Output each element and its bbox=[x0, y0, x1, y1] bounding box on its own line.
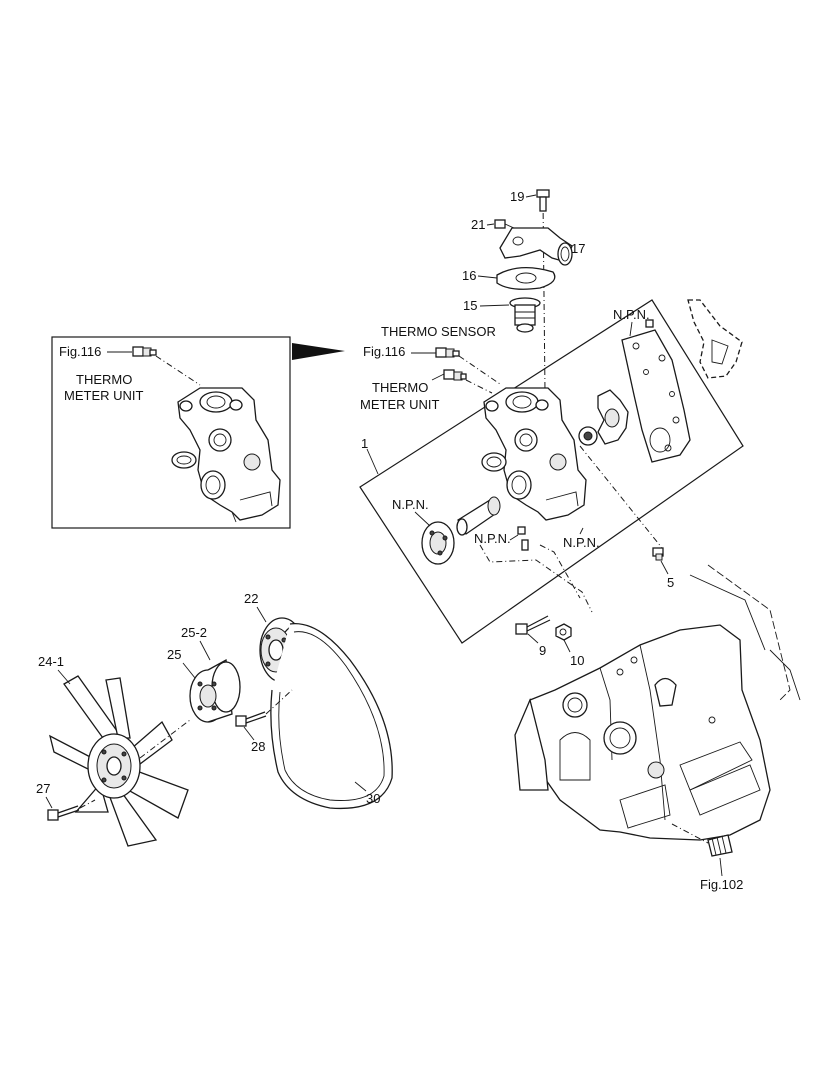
main-water-pump-housing bbox=[483, 387, 587, 521]
part-1-label[interactable]: 1 bbox=[361, 436, 368, 451]
inset-thermo-sender bbox=[132, 346, 157, 357]
part-28-bolt bbox=[235, 711, 267, 727]
part-25-spacer bbox=[189, 658, 241, 723]
pump-cover-gasket bbox=[621, 329, 691, 463]
pointer-arrow-icon bbox=[292, 343, 345, 360]
inset-frame bbox=[51, 336, 291, 529]
npn-small-bolt-b bbox=[521, 539, 529, 551]
main-meter-unit-label: METER UNIT bbox=[360, 397, 440, 412]
npn-left-label: N.P.N. bbox=[392, 497, 429, 512]
outer-bracket bbox=[687, 299, 743, 379]
part-17-water-outlet bbox=[499, 227, 573, 266]
part-21-bolt bbox=[494, 219, 515, 229]
fig102-plug bbox=[707, 834, 733, 857]
assembly-1-frame: 1 bbox=[359, 299, 744, 644]
part-28-label[interactable]: 28 bbox=[251, 739, 265, 754]
inset-water-pump-housing bbox=[177, 387, 281, 523]
part-19-bolt bbox=[536, 189, 550, 212]
npn-small-bolt-a bbox=[517, 526, 526, 535]
part-9-bolt bbox=[515, 615, 551, 635]
part-15-thermostat bbox=[509, 297, 541, 333]
inset-fig116-label[interactable]: Fig.116 bbox=[59, 344, 101, 359]
part-27-bolt bbox=[47, 805, 80, 821]
inset-meter-unit-label: METER UNIT bbox=[64, 388, 144, 403]
fig102-label[interactable]: Fig.102 bbox=[700, 877, 743, 892]
part-25-label[interactable]: 25 bbox=[167, 647, 181, 662]
inset-panel: Fig.116 THERMO METER UNIT bbox=[51, 336, 291, 529]
npn-right-label: N.P.N. bbox=[563, 535, 600, 550]
inset-thermo-label: THERMO bbox=[76, 372, 132, 387]
part-10-nut bbox=[555, 623, 572, 641]
part-27-label[interactable]: 27 bbox=[36, 781, 50, 796]
pump-shaft-bearing bbox=[456, 496, 501, 536]
part-5-label[interactable]: 5 bbox=[667, 575, 674, 590]
part-30-label[interactable]: 30 bbox=[366, 791, 380, 806]
engine-block bbox=[514, 624, 771, 841]
part-22-label[interactable]: 22 bbox=[244, 591, 258, 606]
part-10-label[interactable]: 10 bbox=[570, 653, 584, 668]
pump-impeller bbox=[578, 389, 629, 446]
part-24-1-label[interactable]: 24-1 bbox=[38, 654, 64, 669]
thermo-sensor-label: THERMO SENSOR bbox=[381, 324, 496, 339]
part-30-belt bbox=[270, 623, 393, 810]
part-17-label[interactable]: 17 bbox=[571, 241, 585, 256]
pump-hub-flange bbox=[421, 521, 455, 565]
part-9-label[interactable]: 9 bbox=[539, 643, 546, 658]
part-15-label[interactable]: 15 bbox=[463, 298, 477, 313]
inset-seal-ring bbox=[171, 451, 197, 469]
part-25-2-label[interactable]: 25-2 bbox=[181, 625, 207, 640]
main-seal-ring bbox=[481, 452, 507, 472]
main-fig116-label[interactable]: Fig.116 bbox=[363, 344, 405, 359]
npn-top-bolt bbox=[645, 319, 654, 328]
part-16-gasket bbox=[496, 267, 556, 290]
main-thermo-sensor bbox=[435, 347, 460, 358]
part-5-sender bbox=[652, 547, 664, 561]
npn-top-label: N.P.N. bbox=[613, 307, 650, 322]
main-thermo-meter-sender bbox=[443, 369, 467, 381]
npn-mid-label: N.P.N. bbox=[474, 531, 511, 546]
part-19-label[interactable]: 19 bbox=[510, 189, 524, 204]
part-16-label[interactable]: 16 bbox=[462, 268, 476, 283]
part-24-1-fan bbox=[49, 675, 189, 847]
main-thermo-label: THERMO bbox=[372, 380, 428, 395]
part-21-label[interactable]: 21 bbox=[471, 217, 485, 232]
